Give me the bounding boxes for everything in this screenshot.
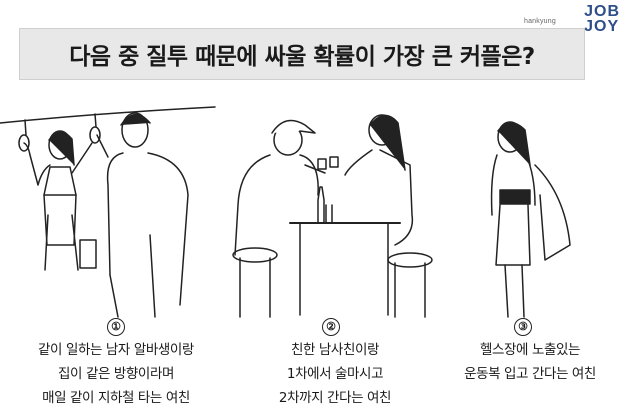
title-banner: 다음 중 질투 때문에 싸울 확률이 가장 큰 커플은? xyxy=(19,28,585,80)
option-1-line-2: 집이 같은 방향이라며 xyxy=(58,366,174,382)
option-2-line-1: 친한 남사친이랑 xyxy=(290,342,380,358)
option-3-line-1: 헬스장에 노출있는 xyxy=(479,342,581,358)
illustration-scene xyxy=(0,106,571,318)
page-title: 다음 중 질투 때문에 싸울 확률이 가장 큰 커플은? xyxy=(69,44,535,70)
option-3-caption: 헬스장에 노출있는 운동복 입고 간다는 여친 xyxy=(440,338,620,386)
gym-scene-illustration xyxy=(490,121,571,318)
option-1-caption: 같이 일하는 남자 알바생이랑 집이 같은 방향이라며 매일 같이 지하철 타는… xyxy=(0,338,232,410)
option-1-line-3: 매일 같이 지하철 타는 여친 xyxy=(42,390,190,406)
subway-scene-illustration xyxy=(0,106,216,318)
logo-line-1: JOB xyxy=(584,3,620,20)
logo-line-2: JOY xyxy=(584,18,620,35)
option-2-line-3: 2차까지 간다는 여친 xyxy=(278,390,392,406)
bar-scene-illustration xyxy=(232,114,433,318)
option-3-line-2: 운동복 입고 간다는 여친 xyxy=(464,366,596,382)
brand-logo: hankyung JOB JOY xyxy=(524,4,620,44)
option-2-caption: 친한 남사친이랑 1차에서 술마시고 2차까지 간다는 여친 xyxy=(235,338,435,410)
option-1-number: ① xyxy=(107,318,125,336)
option-2-number: ② xyxy=(322,318,340,336)
brand-small-text: hankyung xyxy=(524,18,556,25)
jobjoy-logo: JOB JOY xyxy=(584,3,620,35)
option-3-number: ③ xyxy=(514,318,532,336)
option-2-line-2: 1차에서 술마시고 xyxy=(286,366,384,382)
option-1-line-1: 같이 일하는 남자 알바생이랑 xyxy=(38,342,194,358)
